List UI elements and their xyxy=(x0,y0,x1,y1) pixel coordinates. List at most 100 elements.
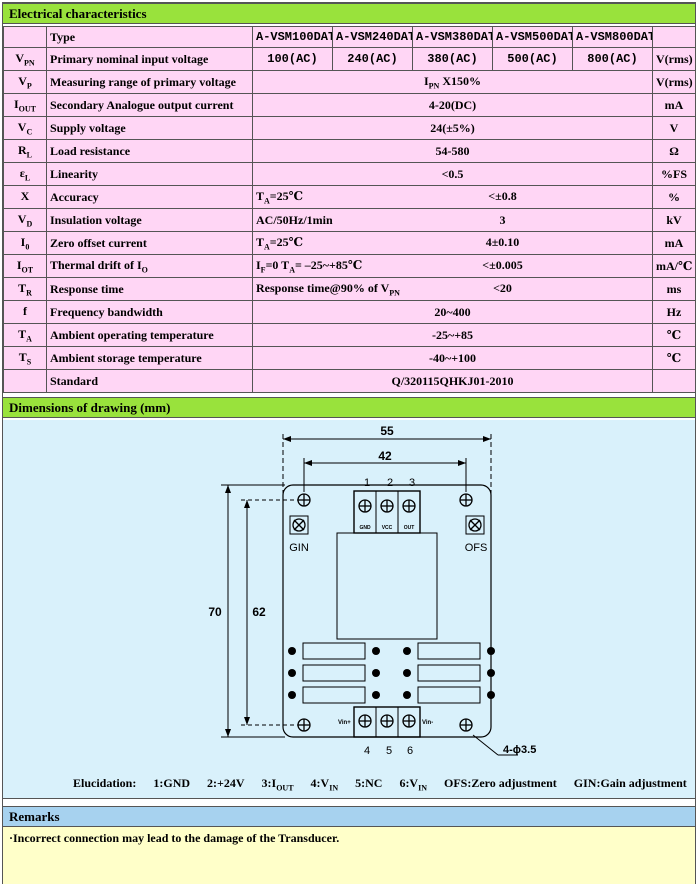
pin-out-label: OUT xyxy=(404,525,415,531)
pin-1-number: 1 xyxy=(364,477,370,489)
row-parameter: Supply voltage xyxy=(46,116,253,140)
row-symbol: VPN xyxy=(3,47,47,71)
row-unit: %FS xyxy=(652,162,696,186)
pin-6-number: 6 xyxy=(407,745,413,757)
row-symbol: TS xyxy=(3,346,47,370)
row-unit: V(rms) xyxy=(652,47,696,71)
row-parameter: Thermal drift of IO xyxy=(46,254,253,278)
row-value: 380(AC) xyxy=(412,47,493,71)
row-symbol: VD xyxy=(3,208,47,232)
elucidation-pin-2: 2:+24V xyxy=(207,776,245,790)
elucidation-pin-6: 6:VIN xyxy=(399,776,427,793)
row-unit: Hz xyxy=(652,300,696,324)
row-unit: kV xyxy=(652,208,696,232)
row-value: 240(AC) xyxy=(332,47,413,71)
elucidation-pin-3: 3:IOUT xyxy=(261,776,294,793)
electrical-characteristics-header: Electrical characteristics xyxy=(3,3,695,24)
elucidation-ofs: OFS:Zero adjustment xyxy=(444,776,557,790)
row-parameter: Accuracy xyxy=(46,185,253,209)
row-symbol xyxy=(3,369,47,393)
pin-3-number: 3 xyxy=(409,477,415,489)
row-unit: V xyxy=(652,116,696,140)
dimension-drawing: 55 42 70 62 1 2 3 GND VCC OUT GIN OFS Vi… xyxy=(3,420,695,799)
vin-minus-label: Vin- xyxy=(422,720,433,726)
row-symbol: IOUT xyxy=(3,93,47,117)
row-unit xyxy=(652,369,696,393)
row-parameter: Response time xyxy=(46,277,253,301)
row-parameter: Frequency bandwidth xyxy=(46,300,253,324)
row-parameter: Secondary Analogue output current xyxy=(46,93,253,117)
row-value: 24(±5%) xyxy=(252,116,653,140)
row-value: 54-580 xyxy=(252,139,653,163)
row-condition: TA=25℃ xyxy=(256,188,304,206)
hole-spec-label: 4-ϕ3.5 xyxy=(503,744,536,756)
row-condition: TA=25℃ xyxy=(256,234,304,252)
dim-42-label: 42 xyxy=(378,449,392,463)
row-symbol: IOT xyxy=(3,254,47,278)
row-unit: mA xyxy=(652,231,696,255)
table-cell xyxy=(3,26,47,48)
row-parameter: Zero offset current xyxy=(46,231,253,255)
table-cell xyxy=(652,26,696,48)
dimension-drawing-svg: 55 42 70 62 1 2 3 GND VCC OUT GIN OFS Vi… xyxy=(208,424,536,757)
row-condition: IF=0 TA= –25~+85℃ xyxy=(256,257,363,275)
row-unit: V(rms) xyxy=(652,70,696,94)
row-parameter: Insulation voltage xyxy=(46,208,253,232)
row-symbol: f xyxy=(3,300,47,324)
remarks-text: ·Incorrect connection may lead to the da… xyxy=(3,827,695,884)
gin-label: GIN xyxy=(289,542,309,554)
row-unit: mA xyxy=(652,93,696,117)
elucidation-pin-4: 4:VIN xyxy=(310,776,339,793)
row-unit: ℃ xyxy=(652,346,696,370)
dim-55-label: 55 xyxy=(380,424,394,438)
row-unit: Ω xyxy=(652,139,696,163)
row-parameter: Standard xyxy=(46,369,253,393)
pin-4-number: 4 xyxy=(364,745,370,757)
row-value: 800(AC) xyxy=(572,47,653,71)
pin-5-number: 5 xyxy=(386,745,392,757)
row-value: TA=25℃ <±0.8 xyxy=(252,185,653,209)
type-label: Type xyxy=(46,26,253,48)
row-value: Response time@90% of VPN<20 xyxy=(252,277,653,301)
model-name: A-VSM500DAT xyxy=(492,26,573,48)
elucidation-gin: GIN:Gain adjustment xyxy=(573,776,687,790)
row-value: 4-20(DC) xyxy=(252,93,653,117)
row-parameter: Measuring range of primary voltage xyxy=(46,70,253,94)
row-unit: ℃ xyxy=(652,323,696,347)
row-symbol: TA xyxy=(3,323,47,347)
row-value: 500(AC) xyxy=(492,47,573,71)
row-symbol: I0 xyxy=(3,231,47,255)
row-symbol: VP xyxy=(3,70,47,94)
elucidation: Elucidation: 1:GND 2:+24V 3:IOUT 4:VIN 5… xyxy=(73,776,700,792)
vin-plus-label: Vin+ xyxy=(338,720,351,726)
elucidation-pin-5: 5:NC xyxy=(355,776,383,790)
row-symbol: RL xyxy=(3,139,47,163)
row-value: 20~400 xyxy=(252,300,653,324)
row-symbol: X xyxy=(3,185,47,209)
pin-vcc-label: VCC xyxy=(382,525,393,531)
dim-62-label: 62 xyxy=(252,605,266,619)
ofs-label: OFS xyxy=(465,542,488,554)
row-value: Q/320115QHKJ01-2010 xyxy=(252,369,653,393)
remarks-header: Remarks xyxy=(3,806,695,827)
elucidation-pin-1: 1:GND xyxy=(153,776,191,790)
row-symbol: VC xyxy=(3,116,47,140)
row-parameter: Ambient storage temperature xyxy=(46,346,253,370)
row-value: -40~+100 xyxy=(252,346,653,370)
model-name: A-VSM240DAT xyxy=(332,26,413,48)
row-symbol: εL xyxy=(3,162,47,186)
model-name: A-VSM800DAT xyxy=(572,26,653,48)
row-value-text: <±0.8 xyxy=(488,188,517,203)
